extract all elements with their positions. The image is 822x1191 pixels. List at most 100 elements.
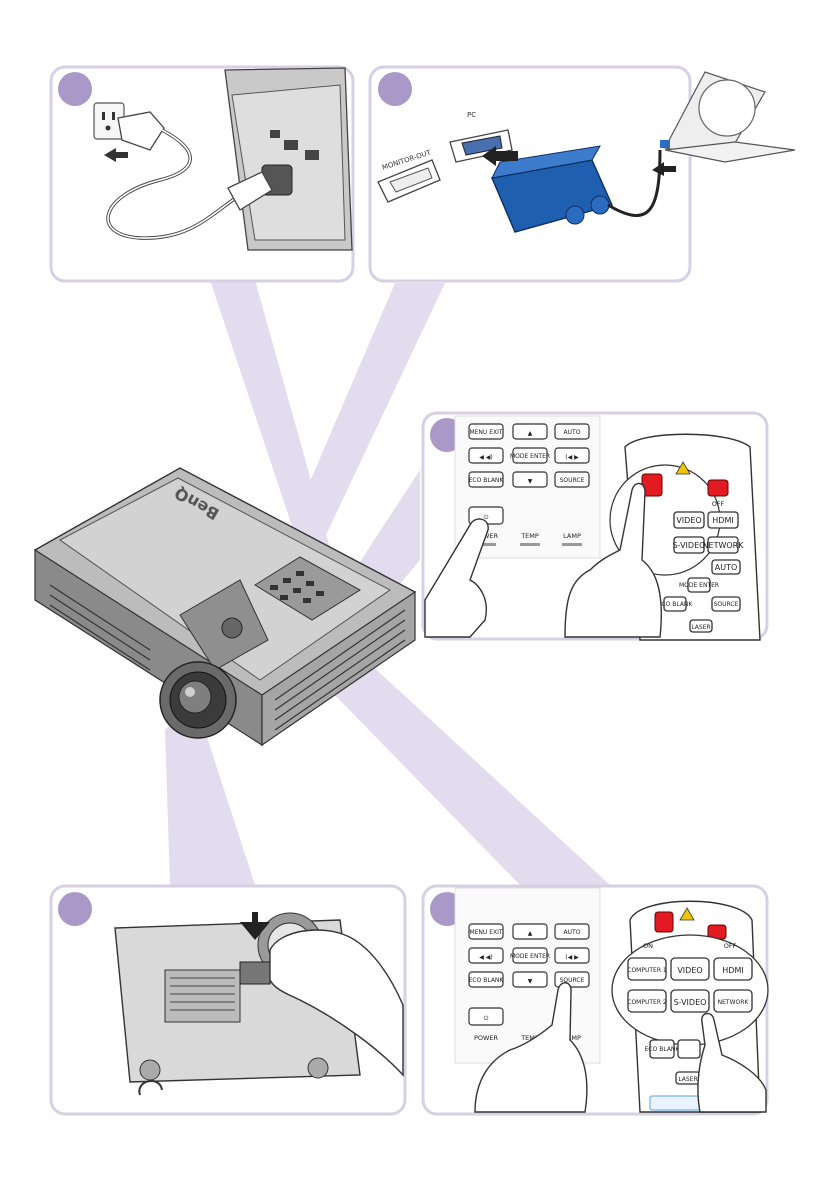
step-2-badge xyxy=(378,72,412,106)
remote-eco-label: ECO BLANK xyxy=(645,1046,681,1053)
remote-auto-button[interactable] xyxy=(711,559,741,575)
remote-control: ON OFF COMPUTER 1 VIDEO HDMI COMPUTER 2 … xyxy=(611,900,769,1113)
pc-port-label: PC xyxy=(467,111,476,119)
menu-exit-button[interactable] xyxy=(468,423,504,440)
step-4-panel xyxy=(49,884,407,1116)
temp-led-label: TEMP xyxy=(520,1034,539,1042)
pc-port xyxy=(449,129,513,163)
source-button[interactable] xyxy=(554,471,590,488)
svg-text:▲: ▲ xyxy=(528,930,533,937)
eco-blank-button[interactable] xyxy=(468,971,504,988)
remote-auto-label: AUTO xyxy=(715,563,738,572)
remote-hdmi-label: HDMI xyxy=(712,516,733,525)
remote-computer1-label: COMPUTER 1 xyxy=(627,967,667,974)
remote-hdmi-button[interactable] xyxy=(713,957,753,981)
hand-pointing xyxy=(424,518,489,638)
remote-down-button[interactable] xyxy=(677,1039,701,1059)
remote-network-button[interactable] xyxy=(713,989,753,1013)
remote-network-button[interactable] xyxy=(707,536,739,554)
menu-exit-label: MENU EXIT xyxy=(469,429,502,436)
control-panel: MENU EXIT ▲ AUTO ◀ ◀) MODE ENTER (◀ ▶ EC… xyxy=(454,887,601,1064)
auto-button[interactable] xyxy=(554,423,590,440)
remote-off-label: OFF xyxy=(724,942,737,950)
remote-computer1-button[interactable] xyxy=(627,957,667,981)
remote-computer2-label: COMPUTER 2 xyxy=(627,999,667,1006)
laptop xyxy=(660,71,796,163)
mode-enter-button[interactable] xyxy=(512,447,548,464)
remote-laser-label: LASER xyxy=(678,1076,697,1083)
menu-exit-button[interactable] xyxy=(468,923,504,940)
temp-led-label: TEMP xyxy=(520,532,539,540)
monitor-out-port xyxy=(377,159,441,203)
rotate-arrow-icon xyxy=(138,1080,163,1096)
remote-svideo-button[interactable] xyxy=(673,536,705,554)
step-3-panel: MENU EXIT ▲ AUTO ◀ ◀) MODE ENTER (◀ ▶ EC… xyxy=(421,411,769,641)
remote-eco-button[interactable] xyxy=(663,596,687,612)
vga-connector xyxy=(491,145,662,233)
insert-arrow-icon xyxy=(482,146,518,166)
down-key-button[interactable] xyxy=(512,471,548,488)
insert-arrow-icon xyxy=(652,162,676,176)
menu-exit-label: MENU EXIT xyxy=(469,929,502,936)
svg-text:(◀ ▶: (◀ ▶ xyxy=(565,954,579,961)
step-1-badge xyxy=(58,72,92,106)
power-icon: ⏻ xyxy=(484,1015,489,1022)
remote-video-button[interactable] xyxy=(670,957,710,981)
projector-main: BenQ xyxy=(33,467,417,747)
right-volume-button[interactable] xyxy=(554,447,590,464)
power-icon: ⏻ xyxy=(484,514,489,521)
mode-enter-label: MODE ENTER xyxy=(510,453,550,460)
remote-video-label: VIDEO xyxy=(676,516,701,525)
left-volume-button[interactable] xyxy=(468,447,504,464)
svg-text:◀ ◀): ◀ ◀) xyxy=(479,954,492,961)
hand-pointing xyxy=(269,929,404,1077)
right-volume-button[interactable] xyxy=(554,947,590,964)
step-2-panel: MONITOR-OUT PC xyxy=(368,65,796,283)
remote-computer2-button[interactable] xyxy=(627,989,667,1013)
wall-outlet xyxy=(93,102,125,140)
projector-lens xyxy=(159,661,237,739)
left-volume-button[interactable] xyxy=(468,947,504,964)
up-key-button[interactable] xyxy=(512,423,548,440)
hand-pointing xyxy=(697,1012,767,1113)
remote-eco-button[interactable] xyxy=(649,1039,675,1059)
lamp-led-label: LAMP xyxy=(563,532,581,540)
power-button[interactable] xyxy=(468,1007,504,1026)
step-4-badge xyxy=(58,892,92,926)
eco-blank-label: ECO BLANK xyxy=(469,977,505,984)
remote-eco-label: ECO BLANK xyxy=(658,601,694,608)
remote-laser-label: LASER xyxy=(691,624,710,631)
remote-mode-label: MODE ENTER xyxy=(679,582,719,589)
remote-on-label: ON xyxy=(643,942,653,950)
remote-mode-button[interactable] xyxy=(687,577,711,593)
remote-svideo-label: S-VIDEO xyxy=(674,998,707,1007)
remote-source-button[interactable] xyxy=(711,596,741,612)
remote-svideo-label: S-VIDEO xyxy=(673,541,706,550)
remote-network-label: NETWORK xyxy=(718,999,750,1006)
projector-rear xyxy=(224,67,353,251)
hand-pointing xyxy=(564,482,662,638)
eco-blank-button[interactable] xyxy=(468,471,504,488)
auto-button[interactable] xyxy=(554,923,590,940)
remote-video-button[interactable] xyxy=(673,511,705,529)
auto-label: AUTO xyxy=(564,429,581,436)
up-key-button[interactable] xyxy=(512,923,548,940)
remote-svideo-button[interactable] xyxy=(670,989,710,1013)
svg-text:▼: ▼ xyxy=(528,978,533,985)
svg-text:▼: ▼ xyxy=(528,478,533,485)
remote-hdmi-label: HDMI xyxy=(722,966,743,975)
remote-laser-button[interactable] xyxy=(689,619,713,633)
source-label: SOURCE xyxy=(560,977,585,984)
remote-source-label: SOURCE xyxy=(714,601,739,608)
down-key-button[interactable] xyxy=(512,971,548,988)
svg-text:(◀ ▶: (◀ ▶ xyxy=(565,454,579,461)
push-down-arrow-icon xyxy=(240,912,270,940)
hand-pointing xyxy=(474,982,588,1113)
mode-enter-label: MODE ENTER xyxy=(510,953,550,960)
insert-arrow-icon xyxy=(104,148,128,162)
step-1-panel xyxy=(49,65,355,283)
remote-hdmi-button[interactable] xyxy=(707,511,739,529)
mode-enter-button[interactable] xyxy=(512,947,548,964)
svg-text:◀ ◀): ◀ ◀) xyxy=(479,454,492,461)
